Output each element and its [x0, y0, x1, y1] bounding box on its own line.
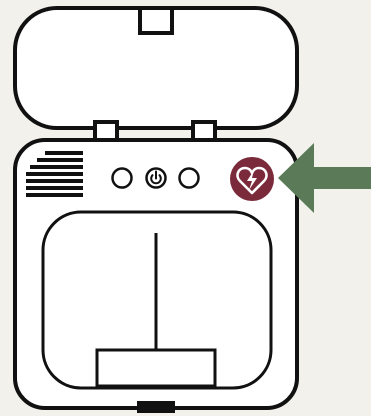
- grille-line: [26, 172, 83, 176]
- heart-icon: [236, 166, 268, 195]
- indicator-left-icon: [111, 167, 133, 189]
- grille-line: [37, 158, 83, 162]
- grille-line: [26, 179, 83, 183]
- grille-line: [26, 186, 83, 190]
- power-symbol-arc: [150, 174, 162, 185]
- lightning-icon: [247, 170, 257, 190]
- grille-line: [45, 151, 83, 155]
- lid-tab: [138, 6, 174, 35]
- arrow-left-icon: [278, 143, 371, 213]
- pad-compartment: [41, 210, 273, 390]
- grille-line: [26, 193, 83, 197]
- power-icon[interactable]: [145, 167, 167, 189]
- speaker-grille: [26, 151, 83, 197]
- device-lid: [13, 6, 299, 130]
- indicator-right-icon: [178, 167, 200, 189]
- pad-pull-tab[interactable]: [95, 348, 217, 388]
- device-base: [13, 138, 299, 413]
- shock-button[interactable]: [230, 157, 274, 201]
- grille-line: [30, 165, 83, 169]
- base-foot: [137, 401, 175, 413]
